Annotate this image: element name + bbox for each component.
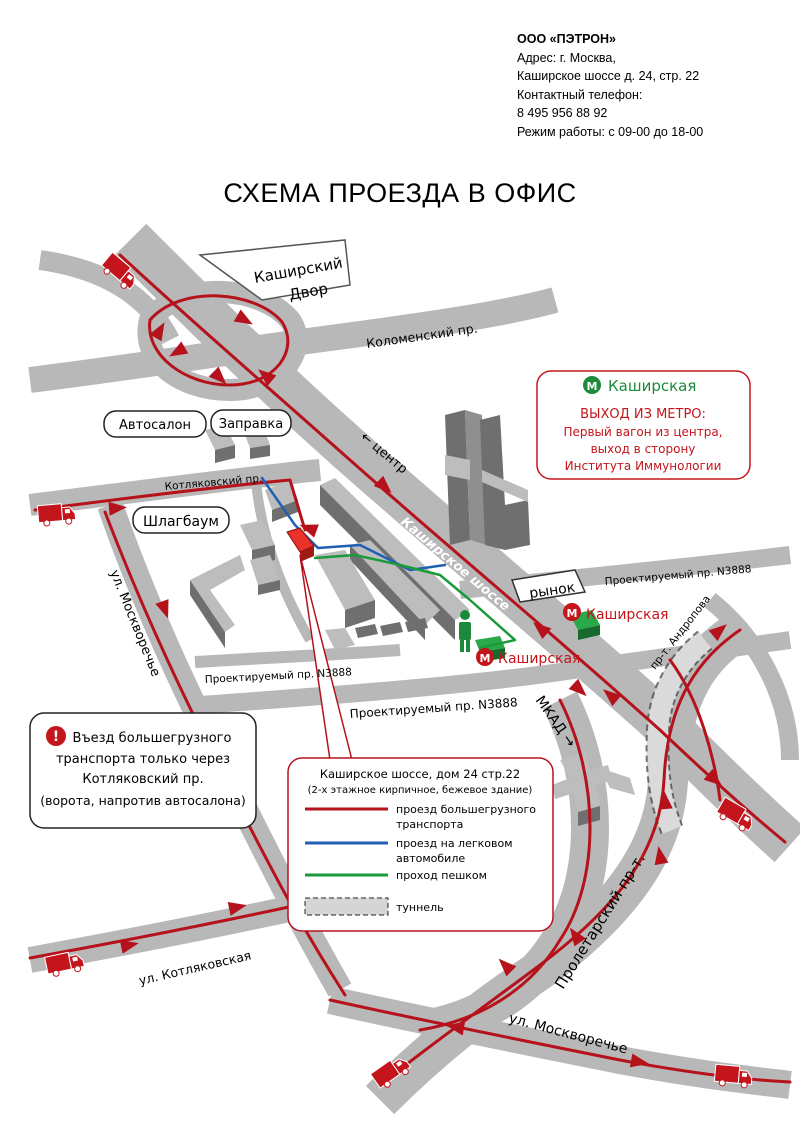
truck-notice-line-3: Котляковский пр.: [82, 772, 203, 787]
legend-building: (2-х этажное кирпичное, бежевое здание): [308, 785, 533, 796]
metro-icon: M: [480, 652, 491, 665]
road-kolomensky: [28, 287, 559, 393]
metro-station-lower: Каширская: [498, 651, 580, 667]
metro-icon: M: [567, 607, 578, 620]
route-truck-shosse: [118, 253, 787, 844]
road-ring-interchange: [137, 280, 308, 401]
callout-rynok-label: рынок: [528, 580, 576, 602]
label-kotlyakovskaya: ул. Котляковская: [137, 947, 252, 987]
company-info: ООО «ПЭТРОН» Адрес: г. Москва, Каширское…: [517, 30, 703, 141]
company-address: Каширское шоссе д. 24, стр. 22: [517, 69, 700, 83]
metro-exit-line-2: выход в сторону: [591, 442, 696, 456]
callout-avtosalon: [103, 410, 207, 438]
metro-exit-line-1: Первый вагон из центра,: [563, 425, 722, 439]
metro-exit-line-3: Института Иммунологии: [565, 459, 722, 473]
metro-exit-box: M Каширская ВЫХОД ИЗ МЕТРО: Первый вагон…: [536, 370, 751, 480]
legend-car-1: проезд на легковом: [396, 837, 513, 850]
building-rynok: [510, 569, 587, 603]
legend-address: Каширское шоссе, дом 24 стр.22: [320, 767, 520, 781]
company-phone: 8 495 956 88 92: [517, 106, 608, 120]
company-hours: Режим работы: с 09-00 до 18-00: [517, 124, 704, 139]
truck-notice-line-4: (ворота, напротив автосалона): [40, 793, 246, 808]
legend-tunnel: туннель: [396, 901, 444, 914]
routes: [28, 253, 792, 1087]
truck-notice: ! Въезд большегрузного транспорта только…: [29, 712, 257, 829]
route-truck-mkad: [418, 698, 592, 1032]
metro-exit-station: Каширская: [608, 377, 696, 395]
truck-notice-line-1: Въезд большегрузного: [73, 731, 232, 746]
callout-shlagbaum-label: Шлагбаум: [143, 514, 219, 530]
road-andropova: [704, 592, 799, 761]
truck-notice-line-2: транспорта только через: [56, 752, 230, 767]
road-proekt-mid: [194, 644, 401, 668]
pedestrian-icon: [459, 610, 471, 652]
callouts: Автосалон Заправка Шлагбаум рынок: [103, 409, 576, 602]
page-title: СХЕМА ПРОЕЗДА В ОФИС: [223, 178, 577, 208]
callout-zapravka: [210, 409, 292, 437]
metro-icon: M: [587, 380, 598, 393]
company-name: ООО «ПЭТРОН»: [517, 32, 616, 46]
metro-exit-title: ВЫХОД ИЗ МЕТРО:: [580, 407, 706, 422]
legend-truck-1: проезд большегрузного: [396, 803, 536, 816]
legend-swatch-tunnel: [304, 897, 389, 916]
company-phone-label: Контактный телефон:: [517, 87, 643, 102]
road-kashirskoe-shosse: [113, 223, 800, 863]
road-proekt-upper: [459, 546, 792, 599]
route-truck-kotlyakovsky: [33, 478, 307, 532]
legend: Каширское шоссе, дом 24 стр.22 (2-х этаж…: [287, 757, 554, 932]
legend-walk: проход пешком: [396, 869, 487, 882]
road-kotlyakovsky: [28, 459, 322, 516]
metro-marker-lower: M Каширская: [476, 648, 580, 667]
route-truck-andropova: [668, 658, 722, 802]
legend-car-2: автомобиле: [396, 852, 465, 865]
callout-zapravka-label: Заправка: [219, 417, 284, 432]
route-walk: [313, 553, 517, 650]
metro-marker-upper: M Каширская: [563, 603, 668, 623]
callout-shlagbaum: [132, 506, 230, 534]
metro-station-upper: Каширская: [586, 607, 668, 623]
legend-truck-2: транспорта: [396, 818, 463, 831]
building-kashirsky-dvor: [197, 239, 351, 301]
warning-icon: !: [53, 729, 59, 745]
route-truck-ring: [148, 294, 290, 387]
buildings: [190, 239, 635, 826]
callout-avtosalon-label: Автосалон: [119, 418, 191, 433]
company-address-label: Адрес: г. Москва,: [517, 50, 616, 65]
